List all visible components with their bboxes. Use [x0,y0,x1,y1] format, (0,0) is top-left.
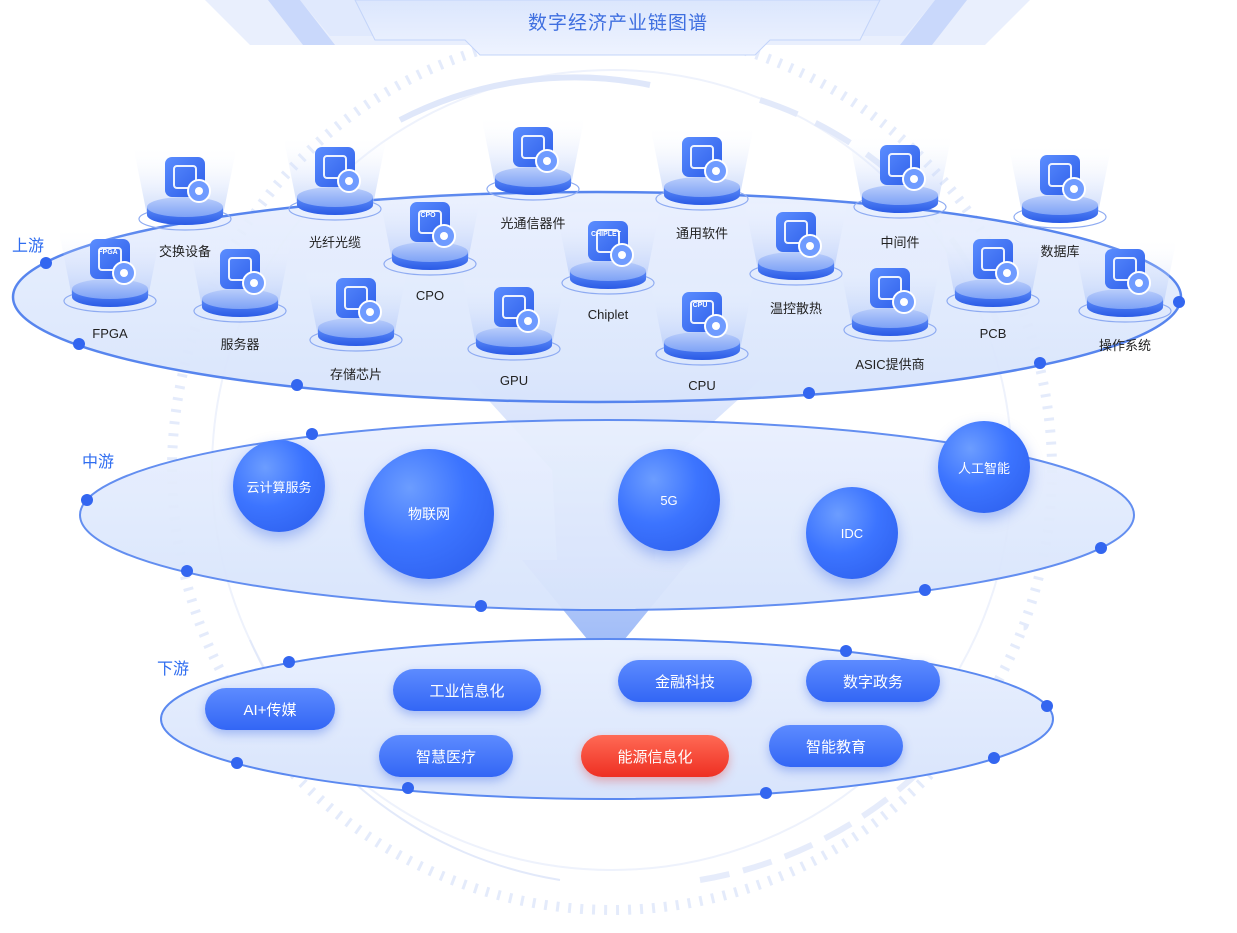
upstream-label: 服务器 [220,337,260,352]
upstream-label: Chiplet [587,307,629,322]
upstream-label: 交换设备 [158,244,212,259]
upstream-item-15[interactable] [838,256,942,342]
upstream-label: 存储芯片 [329,367,383,382]
upstream-label: GPU [499,373,529,388]
chip-text: FPGA [98,249,117,256]
title-banner [205,0,1030,56]
upstream-item-12[interactable]: CHIPLET [556,209,660,295]
upstream-label: 数据库 [1040,244,1080,259]
disc-edge-dots [40,257,1185,799]
pedestal-top [147,197,223,217]
pedestal-top [1022,195,1098,215]
upstream-label: 温控散热 [769,301,823,316]
cooling-fan-icon [776,212,822,258]
upstream-item-13[interactable]: CPU [650,280,754,366]
pedestal-top [955,279,1031,299]
tier-label-downstream: 下游 [157,661,190,678]
midstream-node[interactable]: 云计算服务 [233,440,325,532]
upstream-item-6[interactable] [1008,143,1112,229]
midstream-node[interactable]: IDC [806,487,898,579]
pedestal-top [1087,289,1163,309]
pedestal-top [202,289,278,309]
asic-provider-icon [870,268,916,314]
upstream-label: 通用软件 [675,226,729,241]
downstream-node[interactable]: 工业信息化 [393,669,541,711]
fpga-chip-icon: FPGA [90,239,136,285]
upstream-item-1[interactable] [133,145,237,231]
pcb-icon [973,239,1019,285]
general-software-icon [682,137,728,183]
upstream-item-5[interactable] [848,133,952,219]
upstream-item-10[interactable] [304,266,408,352]
pedestal-top [852,308,928,328]
upstream-item-17[interactable] [1073,237,1177,323]
pedestal-top [72,279,148,299]
upstream-label: ASIC提供商 [855,357,925,372]
midstream-node[interactable]: 物联网 [364,449,494,579]
downstream-node[interactable]: 数字政务 [806,660,940,702]
upstream-label: PCB [979,326,1007,341]
cpu-icon: CPU [682,292,728,338]
upstream-label: FPGA [92,326,128,341]
upstream-label: 光纤光缆 [308,235,362,250]
upstream-item-8[interactable] [188,237,292,323]
upstream-item-16[interactable] [941,227,1045,313]
downstream-node[interactable]: 金融科技 [618,660,752,702]
chip-text: CPU [693,302,708,309]
upstream-label: 中间件 [880,235,920,250]
upstream-item-2[interactable] [283,135,387,221]
pedestal-top [318,318,394,338]
pedestal-top [297,187,373,207]
tier-label-upstream: 上游 [12,238,45,255]
upstream-icon-group: FPGA CPO CHIPLET CPU [58,115,1177,366]
upstream-label: CPO [415,288,445,303]
downstream-node[interactable]: 智慧医疗 [379,735,513,777]
chip-text: CPO [420,212,436,219]
upstream-item-11[interactable] [462,275,566,361]
middleware-icon [880,145,926,191]
switch-device-icon [165,157,211,203]
pedestal-top [758,252,834,272]
gpu-icon [494,287,540,333]
tier-label-midstream: 中游 [82,454,115,471]
pedestal-top [392,242,468,262]
upstream-item-4[interactable] [650,125,754,211]
cpo-chip-icon: CPO [410,202,456,248]
pedestal-top [862,185,938,205]
fiber-optic-cable-icon [315,147,361,193]
downstream-node[interactable]: 智能教育 [769,725,903,767]
upstream-label: CPU [688,378,716,393]
pedestal-top [664,332,740,352]
pedestal-top [476,327,552,347]
server-icon [220,249,266,295]
optical-communication-device-icon [513,127,559,173]
database-icon [1040,155,1086,201]
operating-system-icon [1105,249,1151,295]
upstream-item-14[interactable] [744,200,848,286]
pedestal-top [664,177,740,197]
memory-chip-icon [336,278,382,324]
upstream-label: 光通信器件 [500,216,566,231]
pedestal-top [495,167,571,187]
downstream-node-highlighted[interactable]: 能源信息化 [581,735,729,777]
pedestal-top [570,261,646,281]
page-title: 数字经济产业链图谱 [527,13,709,34]
midstream-node[interactable]: 人工智能 [938,421,1030,513]
upstream-item-9[interactable]: CPO [378,190,482,276]
upstream-item-3[interactable] [481,115,585,201]
downstream-node[interactable]: AI+传媒 [205,688,335,730]
upstream-item-7[interactable]: FPGA [58,227,162,313]
chip-text: CHIPLET [591,231,622,238]
midstream-node[interactable]: 5G [618,449,720,551]
chiplet-icon: CHIPLET [588,221,634,267]
upstream-label: 操作系统 [1098,338,1152,353]
